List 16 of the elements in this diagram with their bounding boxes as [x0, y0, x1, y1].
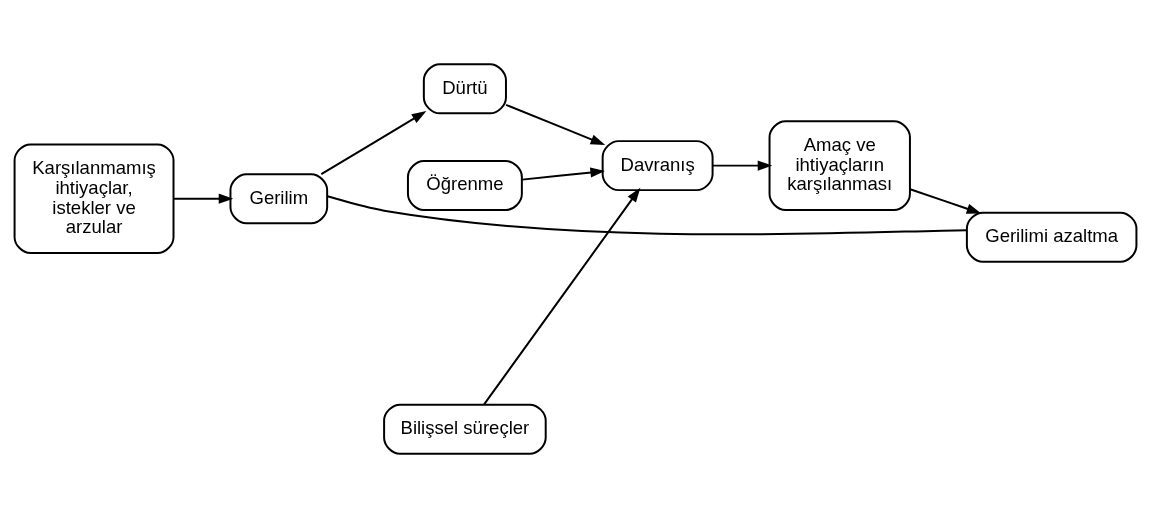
arrow [909, 188, 982, 214]
node-box: Karşılanmamış ihtiyaçlar, istekler ve arzular [13, 143, 175, 255]
node-box: Öğrenme [406, 160, 523, 211]
arrow [320, 111, 427, 176]
arrow [172, 193, 234, 204]
node-box: Amaç ve ihtiyaçların karşılanması [768, 120, 911, 211]
arrow [711, 160, 773, 171]
arrow [483, 187, 641, 406]
node-box: Gerilim [229, 173, 329, 225]
node-box: Dürtü [422, 63, 507, 115]
arrow [505, 103, 606, 145]
node-box: Gerilimi azaltma [965, 211, 1138, 263]
connector [326, 195, 968, 236]
node-box: Bilişsel süreçler [383, 403, 547, 455]
arrow [521, 167, 605, 181]
node-box: Davranış [601, 140, 714, 192]
